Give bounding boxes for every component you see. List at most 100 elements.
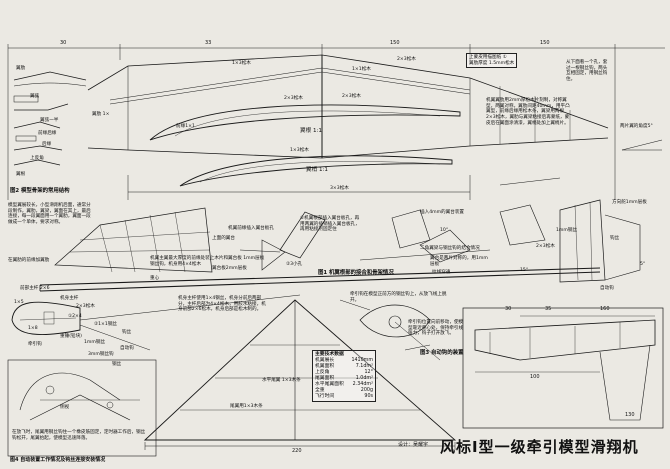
fuse-label-8: 自动钩 (120, 346, 134, 351)
dim-tail-160: 160 (600, 306, 610, 312)
fuse-label-5: 钩丝 (122, 330, 132, 335)
auto-note: 自动钩 (600, 286, 614, 291)
fig1-note7: 二角翼梁与钢丝钩的结合情况 (420, 246, 480, 251)
wing-tip-label: 翼梢 1:1 (306, 167, 328, 173)
hook-note-2: 牵引钩位置向前移动，使模型靠近重心处，保持牵引线张力，钩子打开放飞。 (408, 320, 464, 337)
fig3-autohook (339, 299, 441, 361)
spar-label-2: 2×3松木 (397, 57, 416, 62)
fuse-label-7: ②1×1钢丝 (94, 322, 118, 327)
wing-cover-note-line2: 翼肋厚度 1.5mm松木 (469, 60, 515, 66)
spec-value: 1.0dm² (355, 375, 373, 381)
fig2-label-d: 后缘 (42, 142, 52, 147)
fuse-label-3: 前部主杆 2×6 (20, 286, 50, 291)
hook-right-1: 1mm钢丝 (556, 228, 578, 233)
dim-bottom-span: 220 (292, 448, 302, 454)
spec-value: 90s (364, 393, 373, 399)
dihedral-note: 两片翼的角度5° (620, 124, 653, 129)
fig1-note2: ②3小孔 (286, 262, 303, 267)
spar-label-5: 2×3松木 (342, 94, 361, 99)
spec-key: 飞行时间 (315, 393, 335, 399)
spec-row: 机翼面积 7.1dm² (315, 364, 373, 370)
fig2-label-b: 翼弦一半 (40, 118, 59, 123)
spec-key: 机翼展长 (315, 357, 335, 363)
wing-cover-note-line1: 上蒙皮用描图纸 ① (469, 55, 507, 60)
fig1-note8: 插入4mm的翼台装置 (420, 210, 465, 215)
dim-tail-100: 100 (530, 374, 540, 380)
spec-value: 200g (360, 387, 373, 393)
fig1-note5: 上面的翼台 (212, 236, 235, 241)
hook-right-2: 2×3松木 (536, 244, 555, 249)
spec-value: 7.1dm² (355, 363, 373, 369)
spec-row: 全重 200g (315, 388, 373, 394)
fig1-note: ①机翼根部插入翼台板孔，再用两翼的插销插入翼台板孔，再用粘接剂固定住 (300, 216, 360, 233)
nose-label-6: 钢丝 (112, 362, 122, 367)
fig2-caption: 图2 模型骨架的常用结构 (10, 188, 70, 194)
dim-tail-35: 35 (545, 306, 552, 312)
dim-top-mid: 150 (390, 40, 400, 46)
nose-label-1: 1×5 (14, 300, 24, 305)
spar-label-1: 1×3松木 (232, 61, 251, 66)
rib-label: 翼肋 1× (92, 112, 110, 117)
fig1-joint (239, 209, 491, 271)
leading-edge-label: 前缘1×1 (176, 124, 195, 129)
spar-label-4: 2×3松木 (284, 96, 303, 101)
wing-root-label: 翼根 1:1 (300, 128, 322, 134)
spec-value: 2.34dm² (352, 381, 373, 387)
fig2-label-f: 翼肋 (16, 66, 26, 71)
spec-row: 水平尾翼面积 2.34dm² (315, 382, 373, 388)
dim-top-left-2: 33 (205, 40, 212, 46)
fuselage-note-2: 机翼主翼最大厚度的前缘处装上木片和钢丝钩，机身用4×4松木 (150, 256, 229, 267)
spec-header: 主要技术数据 (315, 352, 344, 357)
fig1-note4: 翼台板 1mm层板 (228, 256, 265, 261)
fuse-label-6: 牵引钩 (28, 342, 42, 347)
right-fuse-note2: 拉线穿通 (432, 270, 451, 275)
fuse-label-4: ①2×4 (68, 314, 82, 319)
wing-planform (7, 44, 665, 200)
nose-label-5: 重锤(铅块) (60, 334, 82, 339)
fig2-label-a: 翼弦 (30, 94, 40, 99)
fuse-label-2: 2×3松木 (76, 304, 95, 309)
spec-key: 全重 (315, 387, 325, 393)
wing-cover-note: 上蒙皮用描图纸 ① 翼肋厚度 1.5mm松木 (466, 53, 518, 69)
spar-label-6: 1×3松木 (290, 148, 309, 153)
nose-label-3: 1mm钢丝 (84, 340, 106, 345)
nose-label-4: 3mm钢丝钩 (88, 352, 114, 357)
fig1-note3: 机翼前缘插入翼台板孔 (228, 226, 274, 231)
spec-value: 1410mm (351, 357, 373, 363)
spar-label-7: 3×3松木 (330, 186, 349, 191)
fuse-label: 机身主杆 (60, 296, 79, 301)
top-right-note: 机翼翼肋用2mm厚松木片刻制，对称翼型，两翼对称，翼肋间距40mm，用平凸翼型，… (486, 98, 570, 126)
fig2-sketches (13, 71, 87, 166)
nose-label-2: 1×8 (28, 326, 38, 331)
spec-key: 上反角 (315, 369, 330, 375)
dim-tail-130: 130 (625, 412, 635, 418)
hook-right-4: 方向舵1mm层板 (612, 200, 647, 205)
fin-drawing (462, 307, 664, 429)
side-label: 侧视 (60, 405, 70, 410)
fig2-label-e: 上反角 (30, 156, 44, 161)
designer-credit: 设计：吴耀宇 (398, 442, 429, 448)
spar-label-3: 1×1松木 (352, 67, 371, 72)
left-note: 模型翼展较长，小型滑翔机后面，通常分段制作，翼肋，翼梁，翼面在其上，最后连接，每… (8, 203, 91, 226)
dim-tail-30: 30 (505, 306, 512, 312)
hook-note: 牵引钩在模型正前方的钢丝钩上，从放飞线上脱开。 (350, 292, 447, 303)
fuselage-note-1: 机身主杆使用1×4钢丝，机身分前后两部分，主杆后部为4×4松木，用胶水粘接，机身… (178, 296, 266, 313)
fuselage-area (7, 207, 601, 457)
dim-top-left-1: 30 (60, 40, 67, 46)
spec-key: 水平尾翼面积 (315, 381, 344, 387)
fig2-label-g: 翼根 (16, 172, 26, 177)
spec-row: 机翼展长 1410mm (315, 358, 373, 364)
small-angle-3: 5° (640, 262, 646, 267)
fig3-caption: 图3 自动钩的装置 (420, 350, 464, 356)
small-angle-2: 10° (440, 228, 449, 233)
spec-key: 机翼面积 (315, 363, 335, 369)
right-fuse-note: 翼台是两片对称的，用1mm层板 (430, 256, 488, 267)
fig2-label-c: 前缘后缘 (38, 131, 57, 136)
spec-row: 飞行时间 90s (315, 394, 373, 400)
left-note-small: 在翼肋的前缘加翼肋 (8, 258, 50, 263)
tailplane-note: 水平尾翼 1×3木条 (262, 378, 301, 383)
